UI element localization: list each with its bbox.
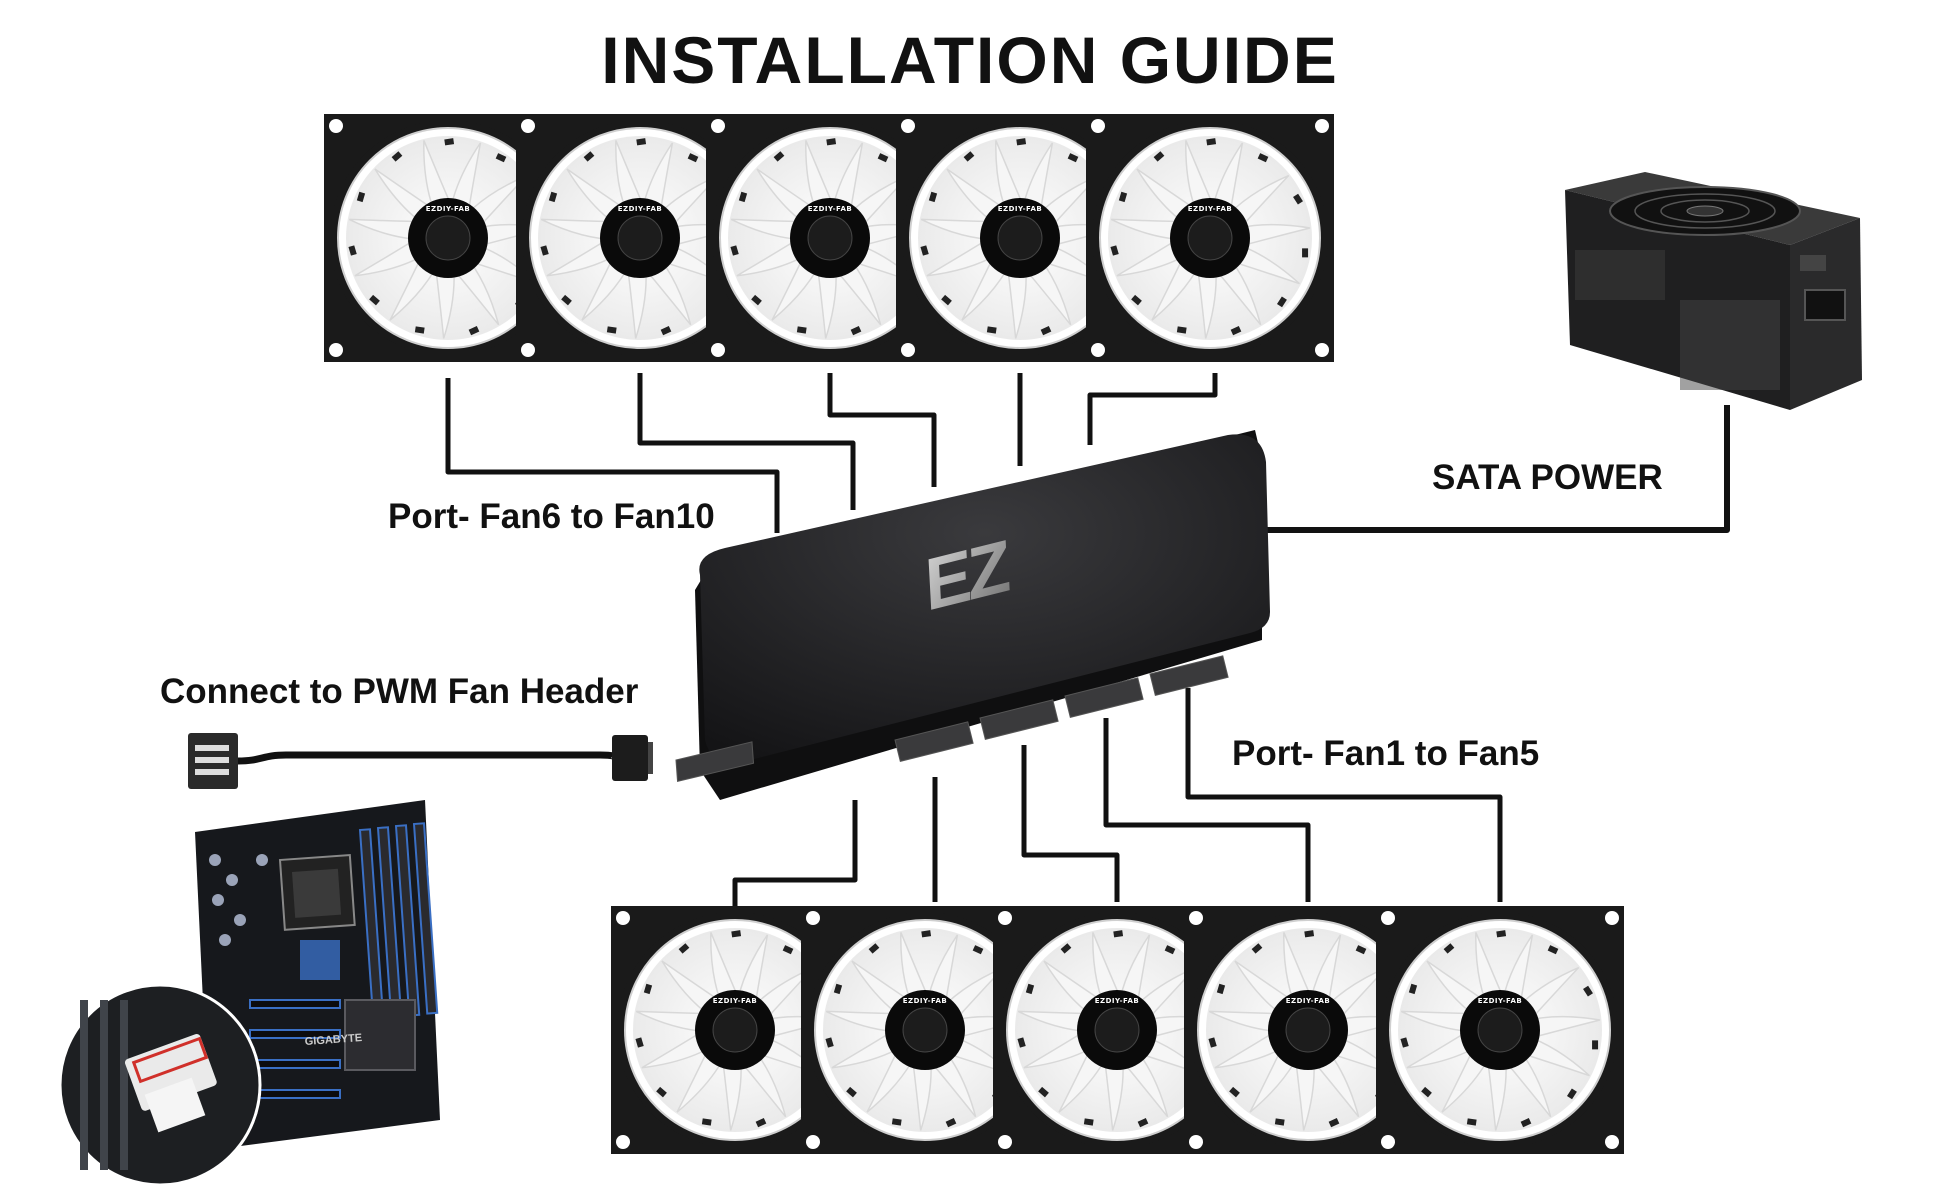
fan-screw-hole <box>1315 119 1329 133</box>
fan-header-zoom <box>58 983 262 1187</box>
fan-hub-label: EZDIY-FAB <box>713 997 757 1005</box>
fan-hub-label: EZDIY-FAB <box>1188 205 1232 213</box>
fan-hub-label: EZDIY-FAB <box>426 205 470 213</box>
fan-screw-hole <box>1189 1135 1203 1149</box>
fan-screw-hole <box>806 911 820 925</box>
fan-bottom-5: EZDIY-FAB <box>1376 906 1624 1154</box>
fan-screw-hole <box>998 1135 1012 1149</box>
motherboard-brand: GIGABYTE <box>304 1032 362 1048</box>
fan-hub-label: EZDIY-FAB <box>808 205 852 213</box>
fan-screw-hole <box>901 119 915 133</box>
fan-screw-hole <box>329 343 343 357</box>
bottom-fan-cables <box>732 688 1503 906</box>
page-title: INSTALLATION GUIDE <box>601 23 1339 97</box>
fan-screw-hole <box>521 119 535 133</box>
fan-bottom-4: EZDIY-FAB <box>1184 906 1432 1154</box>
fan-screw-hole <box>806 1135 820 1149</box>
pwm-header-label: Connect to PWM Fan Header <box>160 672 639 711</box>
fan-screw-hole <box>998 911 1012 925</box>
port-fan1-5-label: Port- Fan1 to Fan5 <box>1232 734 1540 773</box>
fan-bottom-2: EZDIY-FAB <box>801 906 1049 1154</box>
fan-hub-label: EZDIY-FAB <box>903 997 947 1005</box>
fan-screw-hole <box>1091 343 1105 357</box>
fan-screw-hole <box>1605 911 1619 925</box>
fan-screw-hole <box>901 343 915 357</box>
cable-fan-bottom-5 <box>1185 688 1503 902</box>
port-fan6-10-label: Port- Fan6 to Fan10 <box>388 497 715 536</box>
fan-screw-hole <box>1091 119 1105 133</box>
fans-group: EZDIY-FAB EZDIY-FAB EZDIY-FAB EZDIY-FAB EZDI… <box>324 114 1624 1154</box>
psu-image <box>1565 172 1862 410</box>
fan-screw-hole <box>616 1135 630 1149</box>
cable-fan-bottom-4 <box>1103 718 1311 902</box>
fan-screw-hole <box>711 343 725 357</box>
fan-bottom-3: EZDIY-FAB <box>993 906 1241 1154</box>
fan-top-3: EZDIY-FAB <box>706 114 954 362</box>
fan-screw-hole <box>329 119 343 133</box>
fan-hub-label: EZDIY-FAB <box>998 205 1042 213</box>
fan-hub: EZ <box>675 430 1270 800</box>
fan-bottom-1: EZDIY-FAB <box>611 906 859 1154</box>
pwm-connector-male <box>612 735 648 781</box>
cable-fan-bottom-1 <box>732 800 858 906</box>
top-fan-cables <box>445 373 1218 533</box>
fan-screw-hole <box>1605 1135 1619 1149</box>
sata-power-label: SATA POWER <box>1432 458 1663 497</box>
motherboard-image: GIGABYTE <box>58 800 440 1187</box>
fan-top-5: EZDIY-FAB <box>1086 114 1334 362</box>
cable-fan-top-3 <box>827 373 937 487</box>
cable-fan-top-5 <box>1087 373 1218 445</box>
fan-screw-hole <box>1381 911 1395 925</box>
fan-screw-hole <box>1189 911 1203 925</box>
fan-hub-label: EZDIY-FAB <box>618 205 662 213</box>
cable-fan-bottom-3 <box>1021 745 1120 902</box>
fan-screw-hole <box>616 911 630 925</box>
fan-screw-hole <box>1315 343 1329 357</box>
fan-screw-hole <box>521 343 535 357</box>
pwm-cable <box>188 733 653 789</box>
fan-top-1: EZDIY-FAB <box>324 114 572 362</box>
fan-screw-hole <box>1381 1135 1395 1149</box>
fan-screw-hole <box>711 119 725 133</box>
cable-fan-top-2 <box>637 373 856 510</box>
sata-power-cable <box>1265 405 1730 533</box>
fan-hub-label: EZDIY-FAB <box>1286 997 1330 1005</box>
fan-hub-label: EZDIY-FAB <box>1095 997 1139 1005</box>
cable-fan-top-1 <box>445 378 780 533</box>
fan-hub-label: EZDIY-FAB <box>1478 997 1522 1005</box>
